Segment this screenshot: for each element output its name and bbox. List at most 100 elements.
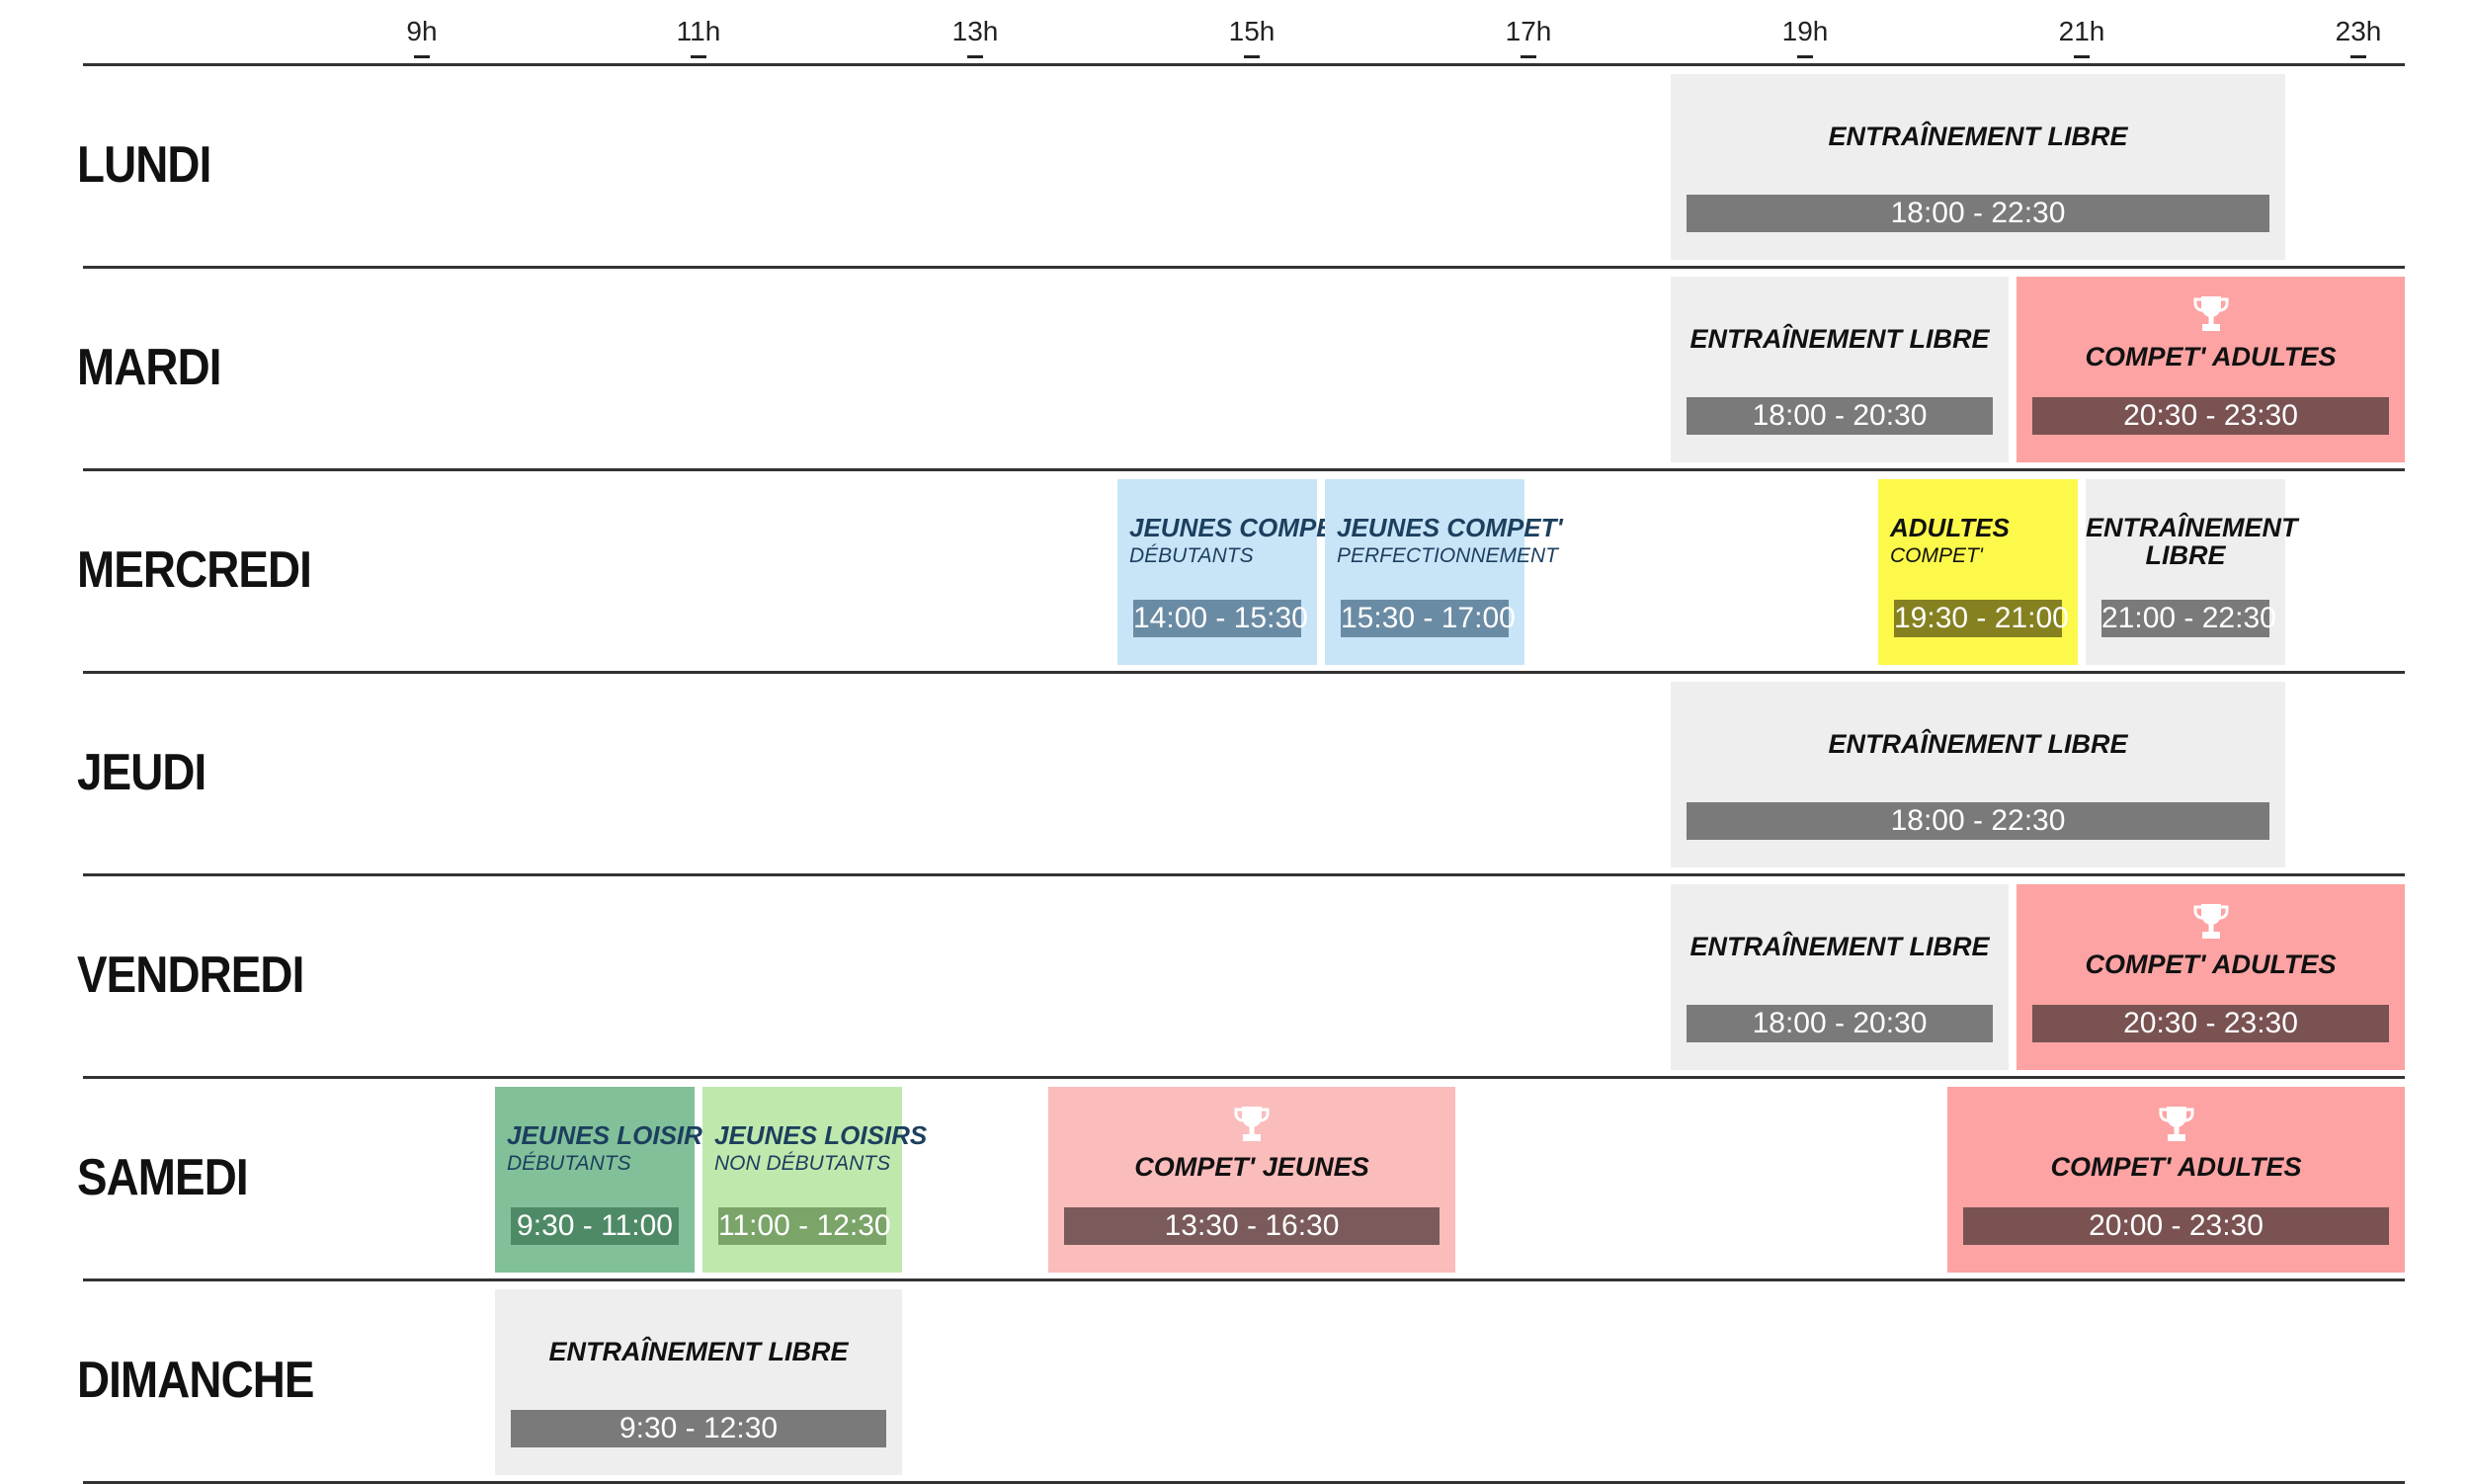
day-label: LUNDI <box>77 136 211 194</box>
session-time: 18:00 - 22:30 <box>1687 802 2269 840</box>
session-title: JEUNES LOISIRS <box>507 1120 720 1150</box>
session-time: 18:00 - 20:30 <box>1687 1005 1993 1042</box>
session-time: 20:00 - 23:30 <box>1963 1207 2389 1245</box>
day-label: MERCREDI <box>77 541 312 599</box>
session-title: ENTRAÎNEMENT LIBRE <box>1828 729 2128 759</box>
session-subtitle: NON DÉBUTANTS <box>714 1152 891 1175</box>
session-block[interactable]: ENTRAÎNEMENT LIBRE 18:00 - 22:30 <box>1671 74 2285 260</box>
session-block[interactable]: ENTRAÎNEMENT LIBRE 18:00 - 22:30 <box>1671 682 2285 867</box>
session-time: 18:00 - 22:30 <box>1687 195 2269 232</box>
axis-tick-label: 11h <box>676 16 721 46</box>
day-label: MARDI <box>77 339 221 396</box>
session-title: ENTRAÎNEMENT LIBRE <box>1828 122 2128 151</box>
axis-tick-mark <box>691 55 706 58</box>
session-time: 18:00 - 20:30 <box>1687 397 1993 435</box>
day-label: SAMEDI <box>77 1149 249 1206</box>
row-divider <box>83 873 2405 876</box>
session-subtitle: PERFECTIONNEMENT <box>1337 544 1559 567</box>
session-block[interactable]: ENTRAÎNEMENT LIBRE 9:30 - 12:30 <box>495 1289 902 1475</box>
trophy-icon <box>2193 294 2229 334</box>
session-title: JEUNES COMPET' <box>1129 513 1356 542</box>
axis-tick: 23h <box>2299 18 2418 58</box>
axis-tick-mark <box>2074 55 2090 58</box>
axis-tick-mark <box>1797 55 1813 58</box>
session-time: 21:00 - 22:30 <box>2101 600 2276 637</box>
trophy-icon <box>2159 1105 2194 1144</box>
session-time: 13:30 - 16:30 <box>1064 1207 1440 1245</box>
axis-tick: 13h <box>916 18 1034 58</box>
axis-tick: 15h <box>1193 18 1311 58</box>
session-time: 9:30 - 11:00 <box>511 1207 679 1245</box>
axis-tick: 9h <box>363 18 481 58</box>
session-block[interactable]: COMPET' ADULTES 20:30 - 23:30 <box>2017 884 2405 1070</box>
axis-tick-label: 17h <box>1505 16 1552 46</box>
row-divider <box>83 671 2405 674</box>
axis-tick-mark <box>2350 55 2366 58</box>
axis-tick-label: 23h <box>2335 16 2382 46</box>
session-title: ENTRAÎNEMENT LIBRE <box>1689 324 1990 354</box>
session-time: 9:30 - 12:30 <box>511 1410 886 1447</box>
axis-tick-mark <box>1244 55 1260 58</box>
session-block[interactable]: COMPET' ADULTES 20:00 - 23:30 <box>1947 1087 2405 1273</box>
session-block[interactable]: ENTRAÎNEMENT LIBRE 18:00 - 20:30 <box>1671 277 2009 462</box>
session-title: ADULTES <box>1890 513 2010 542</box>
axis-tick: 19h <box>1746 18 1864 58</box>
day-row: VENDREDI ENTRAÎNEMENT LIBRE 18:00 - 20:30 C… <box>0 876 2470 1074</box>
session-title: JEUNES COMPET' <box>1337 513 1563 542</box>
session-block[interactable]: COMPET' ADULTES 20:30 - 23:30 <box>2017 277 2405 462</box>
day-row: LUNDI ENTRAÎNEMENT LIBRE 18:00 - 22:30 <box>0 66 2470 264</box>
day-row: MARDI ENTRAÎNEMENT LIBRE 18:00 - 20:30 COMP… <box>0 269 2470 466</box>
session-title: COMPET' JEUNES <box>1134 1152 1369 1182</box>
row-divider <box>83 1278 2405 1281</box>
axis-tick-label: 19h <box>1781 16 1829 46</box>
axis-tick: 21h <box>2022 18 2141 58</box>
axis-tick-label: 21h <box>2058 16 2105 46</box>
session-time: 14:00 - 15:30 <box>1133 600 1308 637</box>
session-title: COMPET' ADULTES <box>2085 949 2337 979</box>
day-label: VENDREDI <box>77 947 304 1004</box>
axis-tick: 11h <box>639 18 758 58</box>
session-block[interactable]: JEUNES COMPET'DÉBUTANTS 14:00 - 15:30 <box>1117 479 1356 665</box>
day-row: JEUDI ENTRAÎNEMENT LIBRE 18:00 - 22:30 <box>0 674 2470 871</box>
day-row: DIMANCHE ENTRAÎNEMENT LIBRE 9:30 - 12:30 <box>0 1281 2470 1479</box>
day-label: DIMANCHE <box>77 1352 314 1409</box>
session-title-line2: LIBRE <box>2145 540 2226 570</box>
row-divider <box>83 266 2405 269</box>
session-subtitle: DÉBUTANTS <box>1129 544 1254 567</box>
session-subtitle: DÉBUTANTS <box>507 1152 631 1175</box>
session-block[interactable]: JEUNES COMPET'PERFECTIONNEMENT 15:30 - 17… <box>1325 479 1563 665</box>
session-title: ENTRAÎNEMENT LIBRE <box>1689 932 1990 961</box>
time-axis: 9h 11h 13h 15h 17h 19h 21h 23h <box>0 0 2470 69</box>
session-title: COMPET' ADULTES <box>2050 1152 2302 1182</box>
axis-tick-mark <box>967 55 983 58</box>
session-time: 11:00 - 12:30 <box>718 1207 891 1245</box>
axis-tick-label: 9h <box>406 16 438 46</box>
session-time: 20:30 - 23:30 <box>2032 1005 2389 1042</box>
session-block[interactable]: ENTRAÎNEMENT LIBRE 18:00 - 20:30 <box>1671 884 2009 1070</box>
row-divider <box>83 63 2405 66</box>
session-time: 15:30 - 17:00 <box>1341 600 1516 637</box>
session-title: ENTRAÎNEMENT LIBRE <box>548 1337 849 1366</box>
session-title: COMPET' ADULTES <box>2085 342 2337 371</box>
row-divider <box>83 1076 2405 1079</box>
session-title: ENTRAÎNEMENT <box>2086 513 2298 542</box>
row-divider <box>83 468 2405 471</box>
session-time: 20:30 - 23:30 <box>2032 397 2389 435</box>
session-title: JEUNES LOISIRS <box>714 1120 928 1150</box>
day-label: JEUDI <box>77 744 206 801</box>
axis-tick: 17h <box>1469 18 1588 58</box>
axis-tick-label: 15h <box>1228 16 1276 46</box>
axis-tick-mark <box>1521 55 1536 58</box>
session-subtitle: COMPET' <box>1890 544 1983 567</box>
session-block[interactable]: COMPET' JEUNES 13:30 - 16:30 <box>1048 1087 1455 1273</box>
trophy-icon <box>2193 902 2229 942</box>
trophy-icon <box>1234 1105 1270 1144</box>
axis-tick-label: 13h <box>951 16 999 46</box>
axis-tick-mark <box>414 55 430 58</box>
